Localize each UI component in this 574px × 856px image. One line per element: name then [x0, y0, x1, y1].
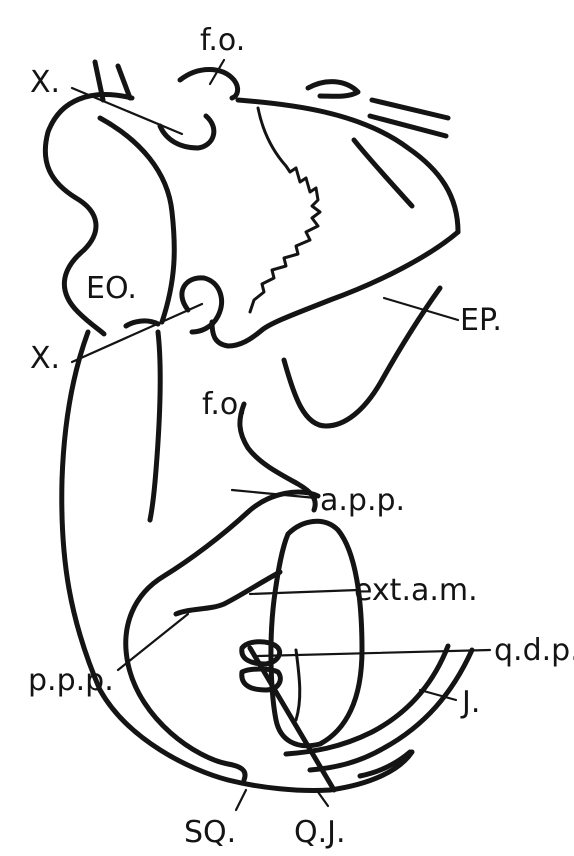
label-ext-am: ext.a.m.: [354, 573, 478, 608]
label-app: a.p.p.: [320, 483, 405, 518]
label-fo-top: f.o.: [200, 23, 245, 58]
foramen-ovale-top: [180, 70, 238, 99]
leader-x-mid: [72, 304, 202, 362]
suture-region: [212, 108, 458, 346]
label-ppp: p.p.p.: [28, 663, 114, 698]
label-qj: Q.J.: [294, 815, 346, 850]
label-x-top: X.: [30, 65, 60, 100]
label-qdp: q.d.p.: [494, 633, 574, 668]
leader-ext-am: [250, 590, 358, 594]
label-x-mid: X.: [30, 341, 60, 376]
external-auditory-meatus: [271, 521, 362, 745]
cranial-dome: [238, 100, 458, 232]
label-eo: EO.: [86, 271, 137, 306]
label-fo-mid: f.o.: [202, 387, 247, 422]
foramen-top: [160, 116, 214, 148]
leader-qj: [318, 792, 328, 806]
leader-qdp: [258, 650, 490, 656]
label-ep: EP.: [460, 303, 502, 338]
label-j: J.: [460, 685, 480, 720]
leader-sq: [236, 790, 246, 810]
label-sq: SQ.: [184, 815, 236, 850]
